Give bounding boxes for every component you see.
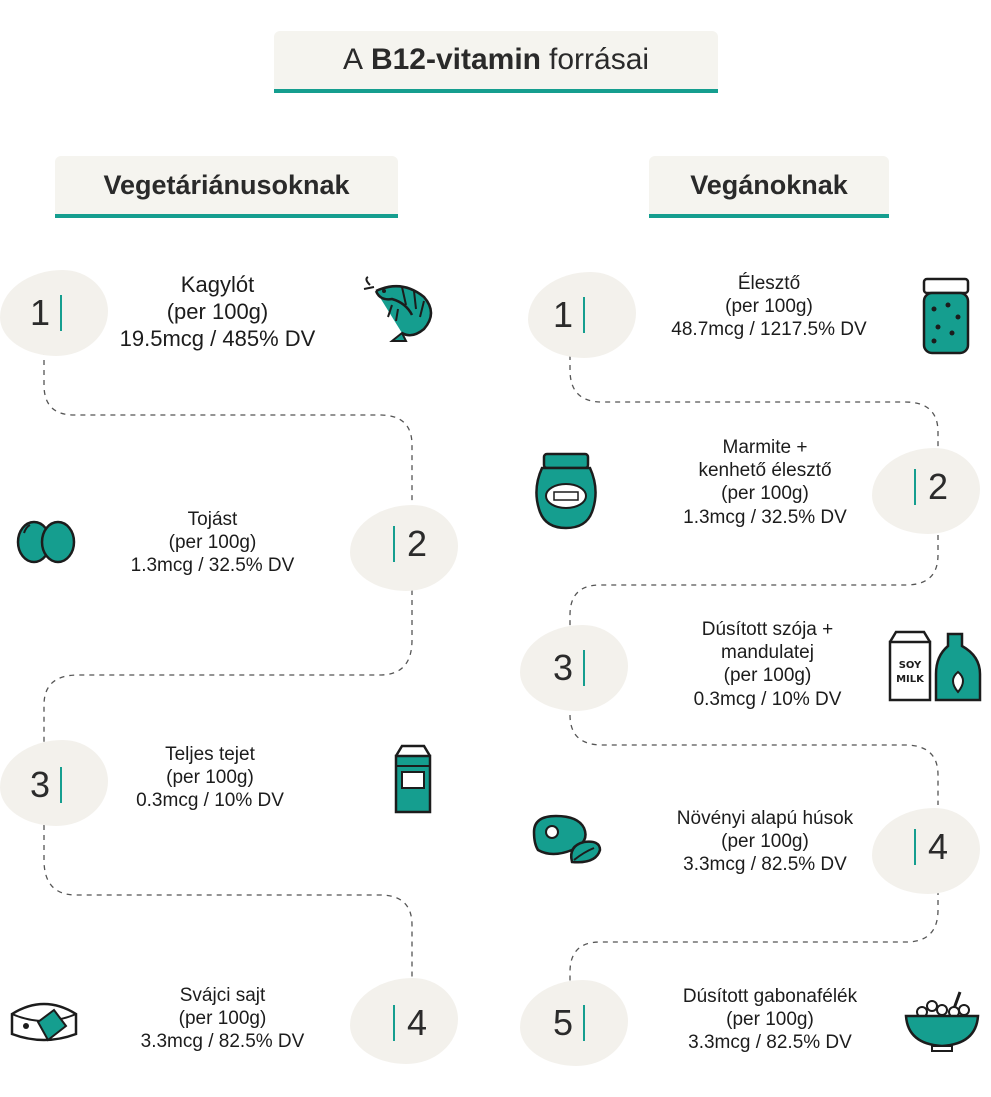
item-number: 3 <box>30 764 63 806</box>
item-number: 1 <box>30 292 63 334</box>
list-item: Élesztő (per 100g) 48.7mcg / 1217.5% DV <box>640 272 898 342</box>
item-value: 0.3mcg / 10% DV <box>693 688 842 710</box>
item-number: 3 <box>553 647 586 689</box>
number-blob <box>350 505 458 591</box>
item-name: Dúsított szója + <box>701 619 834 640</box>
shrimp-icon <box>363 276 433 342</box>
item-name: kenhető élesztő <box>698 460 832 482</box>
item-name: Teljes tejet <box>165 744 255 765</box>
item-name: Növényi alapú húsok <box>676 808 854 829</box>
number-blob <box>872 448 980 534</box>
cereal-bowl-icon <box>904 991 980 1052</box>
item-value: 0.3mcg / 10% DV <box>136 790 284 812</box>
number-blob <box>528 272 636 358</box>
plant-meat-icon <box>532 814 602 864</box>
number-blob <box>520 625 628 711</box>
item-per: (per 100g) <box>726 1009 814 1031</box>
item-value: 1.3mcg / 32.5% DV <box>130 555 295 577</box>
item-value: 1.3mcg / 32.5% DV <box>683 506 847 528</box>
marmite-jar-icon <box>535 452 597 530</box>
item-per: (per 100g) <box>725 296 813 318</box>
vegan-heading: Vegánoknak <box>649 156 889 218</box>
item-per: (per 100g) <box>721 483 809 505</box>
item-name: Dúsított gabonafélék <box>682 986 858 1007</box>
item-per: (per 100g) <box>166 298 269 324</box>
item-number: 2 <box>914 466 948 508</box>
item-number: 4 <box>393 1002 427 1044</box>
number-blob <box>872 808 980 894</box>
item-value: 19.5mcg / 485% DV <box>119 325 316 351</box>
item-per: (per 100g) <box>168 532 257 554</box>
number-blob <box>350 978 458 1064</box>
list-item: Dúsított gabonafélék (per 100g) 3.3mcg /… <box>645 985 895 1055</box>
item-name: Élesztő <box>737 273 801 294</box>
number-blob <box>0 740 108 826</box>
list-item: Svájci sajt (per 100g) 3.3mcg / 82.5% DV <box>105 984 340 1054</box>
item-value: 48.7mcg / 1217.5% DV <box>671 319 867 341</box>
item-value: 3.3mcg / 82.5% DV <box>683 854 847 876</box>
list-item: Növényi alapú húsok (per 100g) 3.3mcg / … <box>645 807 885 877</box>
list-item: Tojást (per 100g) 1.3mcg / 32.5% DV <box>90 508 335 578</box>
item-value: 3.3mcg / 82.5% DV <box>688 1032 852 1054</box>
item-per: (per 100g) <box>723 665 812 687</box>
svg-text:SOY: SOY <box>899 660 922 671</box>
item-name: Svájci sajt <box>179 985 266 1006</box>
item-name: Kagylót <box>180 272 255 297</box>
vegetarian-heading: Vegetáriánusoknak <box>55 156 398 218</box>
item-number: 5 <box>553 1002 586 1044</box>
item-per: (per 100g) <box>166 767 254 789</box>
title-prefix: A <box>342 43 363 76</box>
cheese-icon <box>10 1002 78 1042</box>
list-item: Dúsított szója + mandulatej (per 100g) 0… <box>655 618 880 711</box>
number-blob <box>520 980 628 1066</box>
title-suffix: forrásai <box>549 43 650 76</box>
eggs-icon <box>16 520 76 564</box>
item-name: Tojást <box>187 509 238 530</box>
item-number: 2 <box>393 523 427 565</box>
item-name: mandulatej <box>721 642 814 664</box>
list-item: Marmite + kenhető élesztő (per 100g) 1.3… <box>650 436 880 529</box>
svg-text:MILK: MILK <box>896 674 925 685</box>
item-number: 4 <box>914 826 948 868</box>
yeast-jar-icon <box>922 277 970 355</box>
title-bold: B12-vitamin <box>370 43 542 76</box>
number-blob <box>0 270 108 356</box>
soy-milk-icon: SOY MILK <box>888 630 982 702</box>
item-name: Marmite + <box>722 437 808 458</box>
milk-carton-icon <box>394 744 432 814</box>
item-per: (per 100g) <box>178 1008 267 1030</box>
page-title: A B12-vitamin forrásai <box>274 31 718 93</box>
item-number: 1 <box>553 294 586 336</box>
list-item: Teljes tejet (per 100g) 0.3mcg / 10% DV <box>95 743 325 813</box>
list-item: Kagylót (per 100g) 19.5mcg / 485% DV <box>90 272 345 352</box>
item-per: (per 100g) <box>721 831 809 853</box>
item-value: 3.3mcg / 82.5% DV <box>140 1031 305 1053</box>
